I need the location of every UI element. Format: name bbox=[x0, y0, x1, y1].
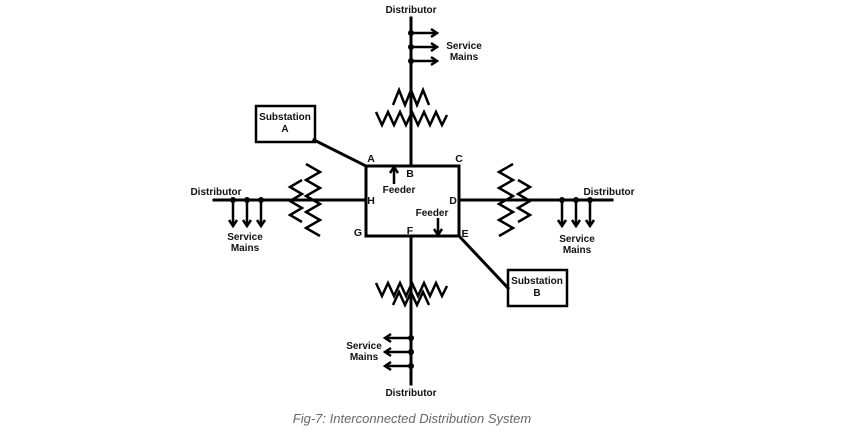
bottom-transformer-primary-coil bbox=[374, 280, 449, 299]
service-mains-left-label-2: Mains bbox=[231, 243, 260, 254]
right-transformer-inner-coil bbox=[515, 178, 533, 224]
substation-b-label-1: Substation bbox=[511, 276, 563, 287]
node-e: E bbox=[461, 228, 468, 240]
service-mains-right-label-2: Mains bbox=[563, 245, 592, 256]
distributor-right-label: Distributor bbox=[583, 187, 634, 198]
top-transformer-primary-coil bbox=[391, 86, 431, 109]
distributor-bottom-label: Distributor bbox=[385, 388, 436, 399]
top-transformer-secondary-coil bbox=[374, 109, 449, 128]
feeder-label-1: Feeder bbox=[383, 185, 416, 196]
feeder-arrow-up bbox=[388, 164, 400, 184]
substation-b-box bbox=[506, 268, 569, 308]
service-mains-top-label-1: Service bbox=[446, 41, 482, 52]
distributor-left-label: Distributor bbox=[190, 187, 241, 198]
bottom-transformer-secondary-coil bbox=[391, 289, 431, 308]
substation-b-label-2: B bbox=[533, 288, 540, 299]
node-h: H bbox=[367, 195, 375, 207]
node-f: F bbox=[407, 225, 414, 237]
substation-a-label-2: A bbox=[281, 124, 288, 135]
feeder-label-2: Feeder bbox=[416, 208, 449, 219]
left-service-mains-arrows bbox=[227, 197, 267, 229]
substation-a-box bbox=[254, 104, 317, 144]
feeder-line-b bbox=[456, 233, 511, 291]
right-transformer-outer-coil bbox=[496, 162, 516, 238]
feeder-arrow-down bbox=[432, 218, 444, 238]
figure-caption: Fig-7: Interconnected Distribution Syste… bbox=[293, 411, 532, 426]
distributor-top-label: Distributor bbox=[385, 5, 436, 16]
service-mains-right-label-1: Service bbox=[559, 234, 595, 245]
service-mains-bottom-label-2: Mains bbox=[350, 352, 379, 363]
node-b: B bbox=[406, 168, 414, 180]
right-service-mains-arrows bbox=[556, 197, 596, 229]
service-mains-top-label-2: Mains bbox=[450, 52, 479, 63]
node-g: G bbox=[354, 227, 362, 239]
node-c: C bbox=[455, 153, 463, 165]
left-transformer-outer-coil bbox=[303, 162, 323, 238]
node-a: A bbox=[367, 153, 375, 165]
bottom-service-mains-arrows bbox=[382, 332, 414, 372]
top-service-mains-arrows bbox=[408, 27, 440, 67]
feeder-line-a bbox=[311, 137, 369, 169]
node-d: D bbox=[449, 195, 457, 207]
service-mains-left-label-1: Service bbox=[227, 232, 263, 243]
left-transformer-inner-coil bbox=[287, 178, 305, 224]
service-mains-bottom-label-1: Service bbox=[346, 341, 382, 352]
substation-a-label-1: Substation bbox=[259, 112, 311, 123]
